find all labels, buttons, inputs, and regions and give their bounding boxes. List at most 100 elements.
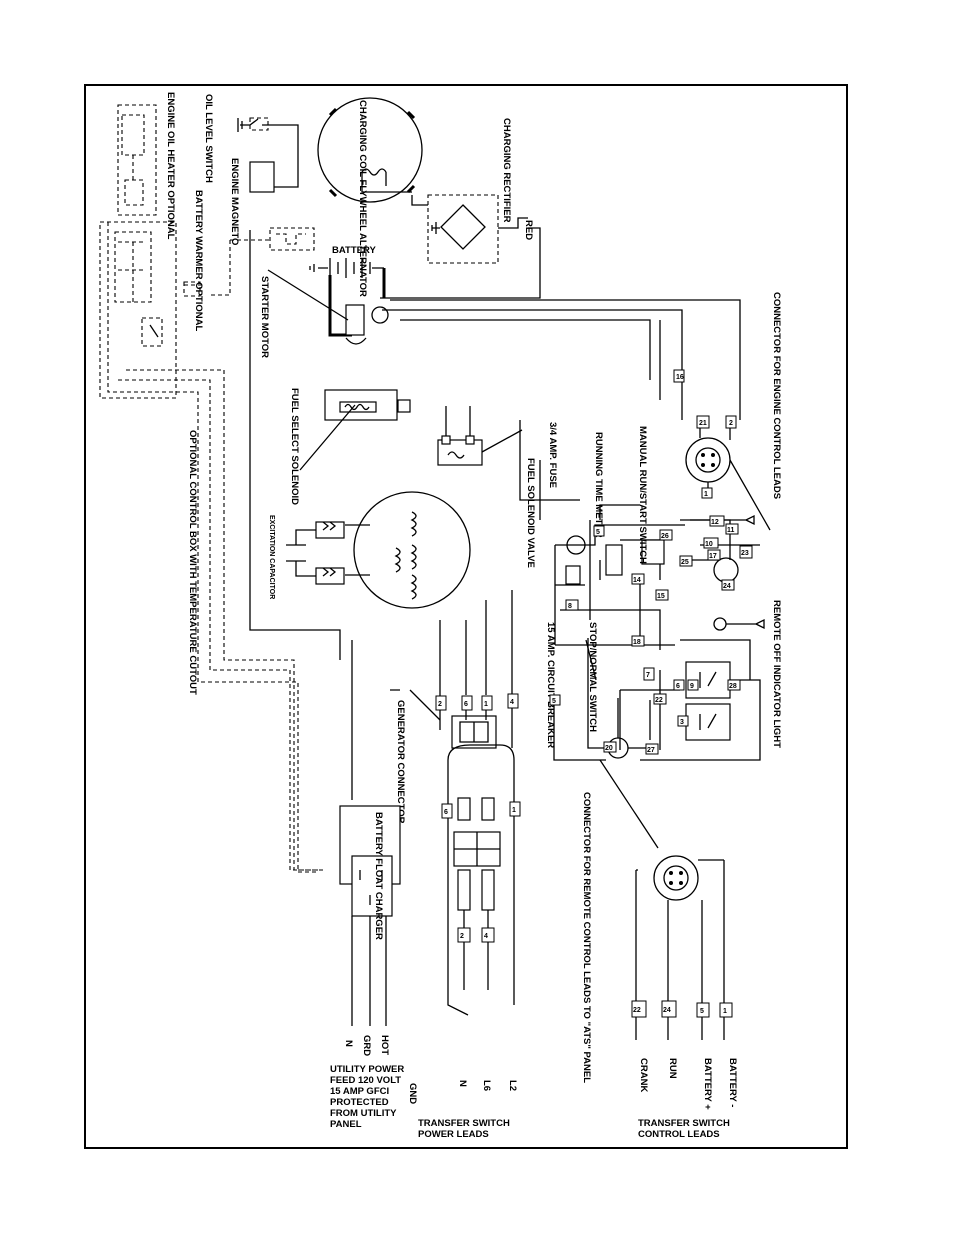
- svg-text:22: 22: [655, 697, 663, 704]
- svg-text:25: 25: [681, 559, 689, 566]
- circuit-breaker-label: 15 AMP. CIRCUIT BREAKER: [545, 622, 556, 748]
- svg-text:UTILITY POWER: UTILITY POWER: [330, 1064, 404, 1075]
- svg-text:2: 2: [729, 420, 733, 427]
- svg-text:TRANSFER SWITCH: TRANSFER SWITCH: [418, 1118, 510, 1129]
- charging-coil-label: CHARGING COIL FLYWHEEL ALTERNATOR: [357, 100, 368, 297]
- svg-text:22: 22: [633, 1007, 641, 1014]
- fuel-select-solenoid: [299, 389, 411, 471]
- wire-tag: 18: [631, 635, 645, 647]
- wire-tag: 4: [507, 693, 519, 709]
- engine-control-connector: [382, 299, 771, 531]
- svg-text:26: 26: [661, 533, 669, 540]
- svg-text:18: 18: [633, 639, 641, 646]
- svg-text:PROTECTED: PROTECTED: [330, 1097, 389, 1108]
- fuse-label: 3/4 AMP. FUSE: [547, 422, 558, 488]
- relays: [619, 639, 761, 761]
- diagram-border: [84, 84, 848, 1149]
- svg-text:2: 2: [460, 933, 464, 940]
- optional-control-box: [99, 221, 324, 873]
- svg-text:REMOTE OFF INDICATOR LIGHT: REMOTE OFF INDICATOR LIGHT: [771, 600, 782, 748]
- svg-text:STOP/NORMAL SWITCH: STOP/NORMAL SWITCH: [587, 622, 598, 732]
- svg-text:6: 6: [676, 683, 680, 690]
- wire-tag: 2: [457, 927, 471, 943]
- generator-connector-label: GENERATOR CONNECTOR: [395, 700, 406, 824]
- excitation-capacitor: [286, 521, 345, 585]
- ts-l2-label: L2: [507, 1080, 518, 1091]
- gnd-label: GND: [407, 1083, 418, 1104]
- battery-warmer: [183, 227, 315, 297]
- wire-tag: 27: [645, 743, 659, 755]
- ts-l6-label: L6: [481, 1080, 492, 1091]
- engine-magneto-label: ENGINE MAGNETO: [229, 158, 240, 245]
- fuel-solenoid-valve-label: FUEL SOLENOID VALVE: [525, 458, 536, 568]
- oil-level-switch: [237, 117, 299, 188]
- svg-text:OIL LEVEL SWITCH: OIL LEVEL SWITCH: [203, 94, 214, 183]
- svg-text:FUEL SOLENOID VALVE: FUEL SOLENOID VALVE: [525, 458, 536, 568]
- generator: [345, 491, 471, 609]
- svg-text:24: 24: [723, 583, 731, 590]
- svg-text:ENGINE OIL HEATER OPTIONAL: ENGINE OIL HEATER OPTIONAL: [165, 92, 176, 240]
- wire-tag: 2: [435, 695, 447, 711]
- transfer-control-text: TRANSFER SWITCH CONTROL LEADS: [638, 1118, 730, 1140]
- svg-text:1: 1: [723, 1008, 727, 1015]
- wire-tag: 1: [701, 487, 713, 499]
- svg-text:CONTROL LEADS: CONTROL LEADS: [638, 1129, 720, 1140]
- wire-tag: 24: [661, 1000, 677, 1018]
- wire-tag: 6: [673, 679, 685, 691]
- connector-remote-label: CONNECTOR FOR REMOTE CONTROL LEADS TO "A…: [581, 792, 592, 1083]
- ts-n-label: N: [457, 1080, 468, 1087]
- wire-tag: 17: [707, 549, 721, 561]
- wire-tag: 10: [703, 537, 719, 549]
- hot-label: HOT: [379, 1035, 390, 1055]
- wire-tag: 5: [593, 525, 605, 537]
- generator-connector: [390, 689, 497, 749]
- svg-text:ENGINE MAGNETO: ENGINE MAGNETO: [229, 158, 240, 245]
- svg-text:21: 21: [699, 420, 707, 427]
- svg-text:11: 11: [727, 527, 735, 534]
- wire-tag: 28: [727, 679, 741, 691]
- wire-tag: 23: [739, 545, 753, 559]
- remote-control-connector: [553, 700, 725, 1040]
- svg-text:FROM UTILITY: FROM UTILITY: [330, 1108, 397, 1119]
- svg-text:GENERATOR CONNECTOR: GENERATOR CONNECTOR: [395, 700, 406, 824]
- wire-tag: 1: [509, 801, 521, 817]
- battery-float-charger-label: BATTERY FLOAT CHARGER: [373, 812, 384, 940]
- svg-text:16: 16: [676, 374, 684, 381]
- wire-tag: 26: [659, 529, 673, 541]
- svg-text:6: 6: [444, 809, 448, 816]
- svg-text:FEED 120 VOLT: FEED 120 VOLT: [330, 1075, 401, 1086]
- remote-off-light-label: REMOTE OFF INDICATOR LIGHT: [771, 600, 782, 748]
- svg-text:17: 17: [709, 553, 717, 560]
- charging-rectifier-label: CHARGING RECTIFIER: [501, 118, 512, 223]
- svg-text:PANEL: PANEL: [330, 1119, 362, 1130]
- engine-control-connector-label: CONNECTOR FOR ENGINE CONTROL LEADS: [771, 292, 782, 499]
- wire-tag: 16: [673, 369, 685, 383]
- battery-float-charger: [339, 805, 401, 1026]
- svg-text:RED: RED: [523, 220, 534, 240]
- svg-text:STARTER MOTOR: STARTER MOTOR: [259, 276, 270, 358]
- wire-tag: 24: [721, 579, 735, 591]
- stop-normal-label: STOP/NORMAL SWITCH: [587, 622, 598, 732]
- wire-tag: 12: [709, 515, 725, 527]
- svg-text:15 AMP. CIRCUIT BREAKER: 15 AMP. CIRCUIT BREAKER: [545, 622, 556, 748]
- svg-text:MANUAL RUN/START SWITCH: MANUAL RUN/START SWITCH: [637, 426, 648, 564]
- svg-text:1: 1: [484, 701, 488, 708]
- manual-run-start-label: MANUAL RUN/START SWITCH: [637, 426, 648, 564]
- svg-text:20: 20: [605, 745, 613, 752]
- run-label: RUN: [667, 1058, 678, 1079]
- svg-text:BATTERY WARMER OPTIONAL: BATTERY WARMER OPTIONAL: [193, 190, 204, 331]
- control-panel-wiring: [519, 420, 765, 650]
- svg-text:1: 1: [512, 807, 516, 814]
- battery: [309, 258, 384, 278]
- wire-tag: 14: [631, 573, 645, 585]
- wire-tag: 8: [565, 599, 579, 611]
- wire-tag: 15: [655, 589, 669, 601]
- battery-minus-label: BATTERY -: [727, 1058, 738, 1107]
- svg-text:4: 4: [484, 933, 488, 940]
- svg-text:12: 12: [711, 519, 719, 526]
- wire-tag: 1: [481, 695, 493, 711]
- svg-text:3/4 AMP. FUSE: 3/4 AMP. FUSE: [547, 422, 558, 488]
- wire-tag: 25: [679, 555, 693, 567]
- engine-oil-heater: [117, 104, 157, 216]
